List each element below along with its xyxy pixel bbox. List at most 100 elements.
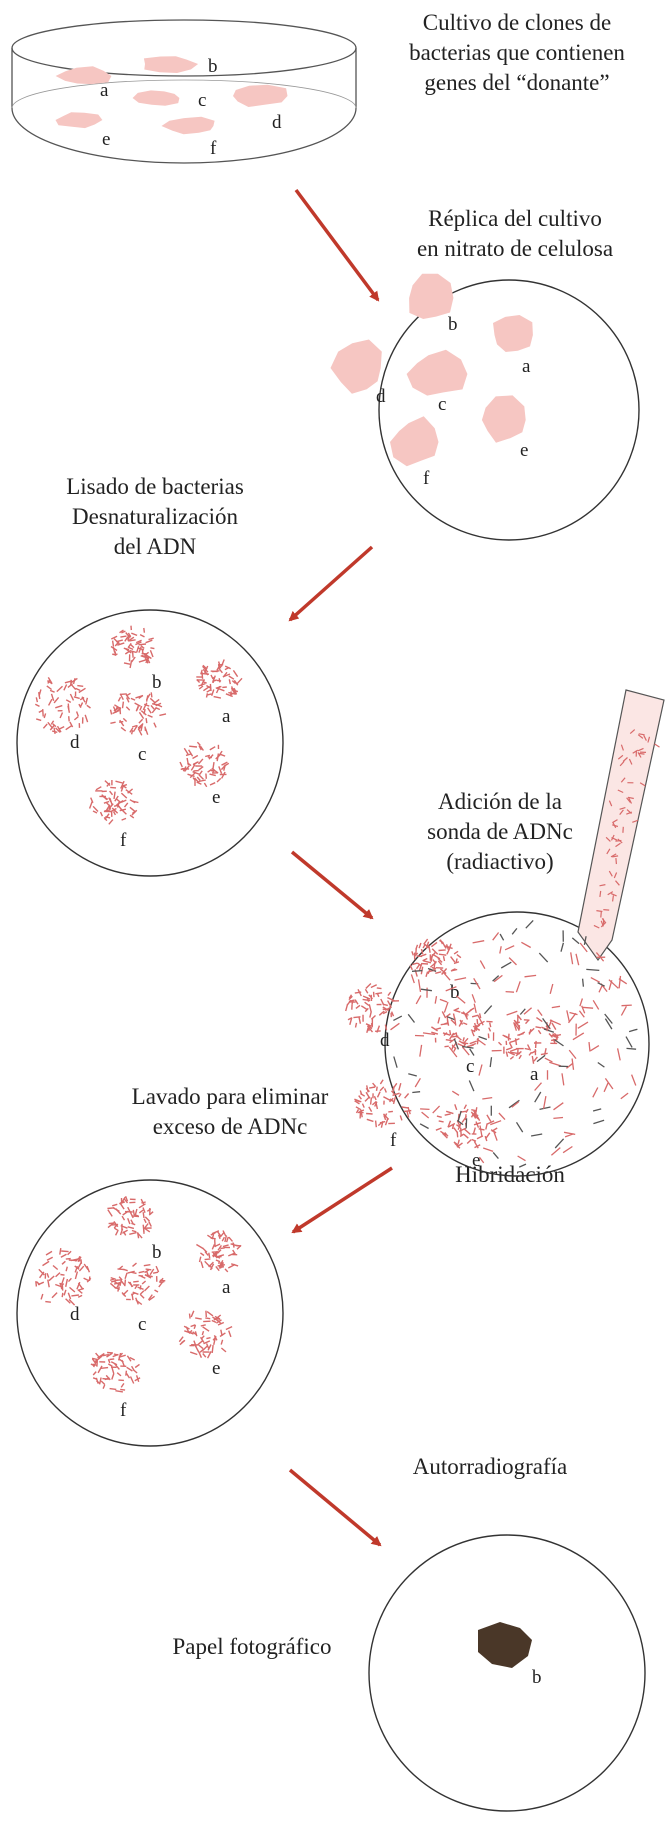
dna-strand bbox=[217, 1234, 221, 1240]
dna-strand bbox=[180, 768, 186, 770]
dna-strand bbox=[358, 1095, 362, 1100]
dna-strand bbox=[73, 696, 80, 700]
pipette-probe-strand bbox=[620, 777, 626, 783]
dish-hybridization bbox=[384, 911, 650, 1177]
probe-strand bbox=[515, 981, 521, 993]
dna-strand bbox=[365, 983, 372, 989]
dna-strand bbox=[65, 1298, 71, 1304]
dna-strand bbox=[364, 1096, 371, 1102]
dna-strand bbox=[354, 999, 359, 1005]
dna-strand bbox=[359, 1090, 363, 1095]
pipette-probe-strand bbox=[638, 733, 645, 736]
colony-e bbox=[55, 112, 103, 129]
dna-strand bbox=[219, 668, 223, 674]
probe-strand bbox=[590, 977, 601, 983]
dna-strand bbox=[470, 1029, 476, 1033]
dna-strand bbox=[100, 1366, 109, 1369]
dna-strand bbox=[112, 706, 117, 713]
dna-strand bbox=[92, 1360, 98, 1368]
colony-washed-label-d: d bbox=[70, 1304, 80, 1325]
probe-strand bbox=[407, 1013, 416, 1023]
pipette-probe-strand bbox=[593, 924, 600, 929]
dna-strand bbox=[116, 1372, 122, 1377]
dna-strand bbox=[141, 649, 144, 655]
dna-strand bbox=[217, 1249, 222, 1254]
dna-strand bbox=[138, 1203, 146, 1209]
dna-strand bbox=[548, 1033, 554, 1038]
dna-strand bbox=[91, 1357, 98, 1361]
dna-strand bbox=[159, 1281, 165, 1283]
dna-strand bbox=[77, 1282, 84, 1290]
dna-strand bbox=[233, 679, 239, 686]
dna-strand bbox=[35, 718, 42, 722]
colony-washed-e bbox=[178, 1310, 233, 1359]
colony-hyb-c bbox=[431, 1007, 493, 1052]
probe-strand bbox=[620, 1092, 629, 1100]
dna-strand bbox=[126, 692, 131, 697]
probe-strand bbox=[549, 983, 554, 994]
colony-lysed-label-c: c bbox=[138, 744, 146, 765]
dna-strand bbox=[61, 1292, 64, 1298]
dna-strand bbox=[515, 1021, 521, 1025]
dna-strand bbox=[40, 1293, 44, 1300]
dna-strand bbox=[210, 674, 214, 680]
dna-strand bbox=[425, 941, 430, 949]
probe-strand bbox=[592, 1087, 599, 1098]
dna-strand bbox=[382, 1113, 390, 1120]
dish-washed bbox=[16, 1179, 284, 1447]
dna-strand bbox=[144, 1216, 150, 1222]
dna-strand bbox=[186, 757, 190, 766]
probe-strand bbox=[454, 977, 467, 981]
dna-strand bbox=[358, 1016, 362, 1024]
dna-strand bbox=[184, 1330, 192, 1334]
dna-strand bbox=[113, 1223, 119, 1229]
colony-hyb-f bbox=[354, 1079, 412, 1128]
dna-strand bbox=[456, 954, 462, 959]
dna-strand bbox=[536, 1017, 543, 1023]
probe-strand bbox=[571, 937, 580, 945]
probe-strand bbox=[393, 1056, 398, 1068]
probe-strand bbox=[561, 1073, 565, 1086]
dna-strand bbox=[107, 1209, 113, 1217]
dna-strand bbox=[106, 1352, 113, 1358]
dna-strand bbox=[208, 1252, 211, 1259]
dna-strand bbox=[158, 1281, 164, 1288]
dna-strand bbox=[179, 761, 183, 768]
dna-strand bbox=[121, 1215, 126, 1221]
dna-strand bbox=[438, 1120, 444, 1123]
dna-strand bbox=[109, 709, 113, 715]
probe-strand bbox=[506, 1010, 518, 1016]
dna-strand bbox=[477, 1020, 485, 1026]
dna-strand bbox=[202, 664, 208, 670]
dna-strand bbox=[50, 693, 55, 702]
dna-strand bbox=[220, 1339, 224, 1345]
dna-strand bbox=[127, 788, 134, 794]
dna-strand bbox=[444, 1113, 451, 1116]
probe-strand bbox=[433, 963, 436, 971]
dna-strand bbox=[78, 703, 82, 709]
probe-strand bbox=[539, 1106, 551, 1111]
dna-strand bbox=[355, 1004, 361, 1009]
dna-strand bbox=[155, 1265, 160, 1273]
dna-strand bbox=[107, 1363, 113, 1367]
probe-strand bbox=[422, 1032, 436, 1036]
dna-strand bbox=[471, 1109, 478, 1112]
colony-hyb-d bbox=[345, 983, 400, 1033]
probe-strand bbox=[579, 998, 584, 1007]
dna-strand bbox=[137, 725, 142, 731]
dna-strand bbox=[355, 1106, 362, 1111]
dna-strand bbox=[422, 957, 428, 962]
dna-strand bbox=[132, 1209, 135, 1216]
dna-strand bbox=[516, 1014, 522, 1021]
dna-strand bbox=[38, 1268, 45, 1276]
probe-strand bbox=[455, 995, 466, 1004]
dna-strand bbox=[190, 1310, 195, 1318]
probe-strand bbox=[462, 1045, 474, 1049]
dna-strand bbox=[384, 1006, 392, 1011]
dna-strand bbox=[231, 680, 236, 685]
dna-strand bbox=[81, 696, 86, 703]
dna-strand bbox=[125, 694, 131, 700]
colony-b bbox=[143, 56, 199, 73]
probe-strand bbox=[544, 1057, 553, 1063]
